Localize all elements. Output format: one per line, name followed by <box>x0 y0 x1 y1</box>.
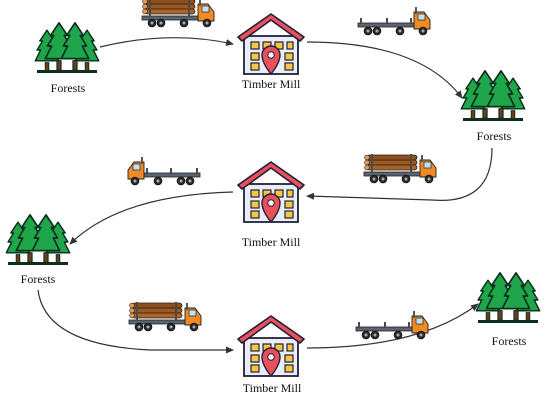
pine-forest-icon <box>461 71 524 121</box>
empty-flatbed-truck-icon <box>127 156 201 186</box>
flow-arrow-mill3-to-forest4 <box>306 303 479 349</box>
timber-mill-label: Timber Mill <box>242 381 302 395</box>
timber-mill-building-icon <box>237 13 305 75</box>
timber-mill-label: Timber Mill <box>241 235 301 249</box>
flow-arrow-mill2-to-forest3 <box>69 191 234 245</box>
empty-flatbed-truck-icon <box>355 310 429 340</box>
flow-arrow-mill1-to-forest2 <box>306 41 463 99</box>
pine-forest-icon <box>6 215 69 265</box>
forest-label: Forests <box>20 272 56 286</box>
pine-forest-icon <box>476 273 539 323</box>
flow-arrow-forest2-to-mill2 <box>306 147 493 201</box>
timber-mill-building-icon <box>237 161 305 223</box>
forest-label: Forests <box>491 334 527 348</box>
timber-mill-building-icon <box>237 315 305 377</box>
flow-arrow-forest1-to-mill1 <box>99 37 234 48</box>
log-truck-icon <box>363 153 437 184</box>
pine-forest-icon <box>35 23 98 73</box>
empty-flatbed-truck-icon <box>357 6 431 36</box>
timber-mill-label: Timber Mill <box>241 77 301 91</box>
flow-arrow-forest3-to-mill3 <box>37 289 234 354</box>
forest-label: Forests <box>50 81 86 95</box>
log-truck-icon <box>128 301 202 332</box>
log-truck-icon <box>141 0 215 28</box>
forest-label: Forests <box>476 129 512 143</box>
